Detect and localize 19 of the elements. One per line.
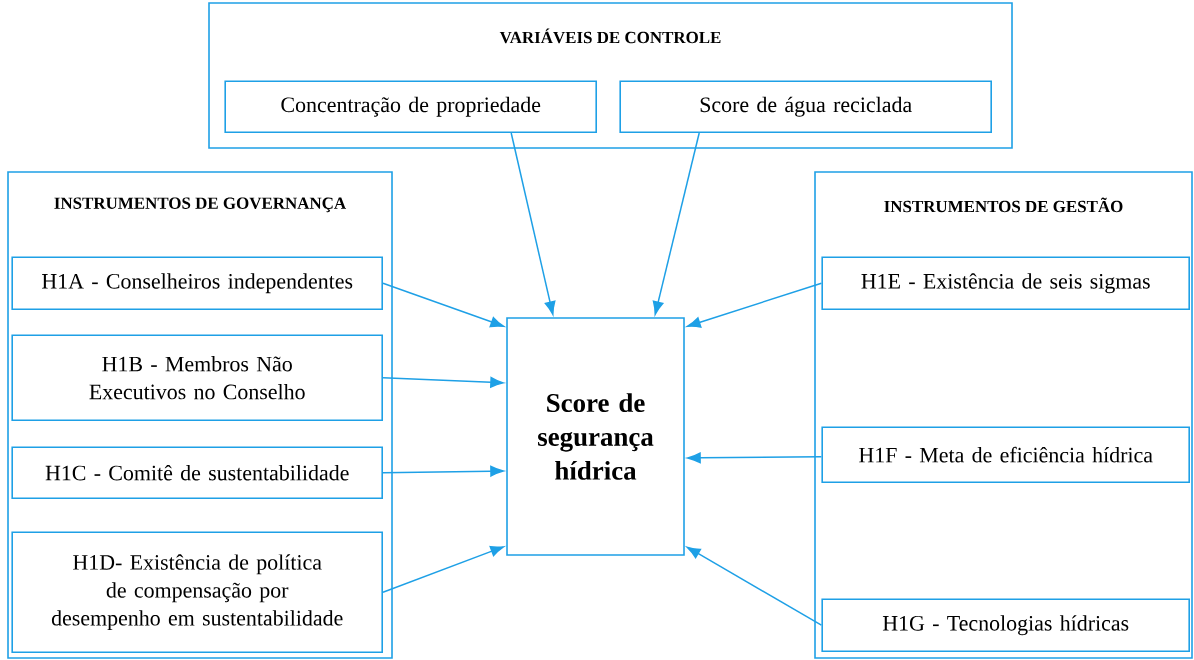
arrow <box>382 376 504 388</box>
arrow <box>382 282 505 328</box>
variable-box: H1B - Membros Não Executivos no Conselho <box>11 334 383 421</box>
variable-box: H1E - Existência de seis sigmas <box>821 256 1190 310</box>
outcome-box: Score de segurança hídrica <box>506 317 685 556</box>
variable-box: H1D- Existência de política de compensação por desempenho em sustentabilidade <box>11 531 383 653</box>
arrow <box>510 132 556 315</box>
arrow <box>687 452 823 464</box>
variable-box: Concentração de propriedade <box>224 80 597 133</box>
variable-box: H1A - Conselheiros independentes <box>11 256 383 310</box>
arrow <box>382 546 505 593</box>
arrow <box>686 546 823 626</box>
variable-box: H1G - Tecnologias hídricas <box>821 598 1190 652</box>
arrow <box>652 132 700 315</box>
arrow <box>382 465 504 477</box>
variable-box: H1C - Comitê de sustentabilidade <box>11 446 383 499</box>
variable-box: H1F - Meta de eficiência hídrica <box>821 426 1190 483</box>
arrow <box>687 282 823 328</box>
variable-box: Score de água reciclada <box>619 80 992 133</box>
